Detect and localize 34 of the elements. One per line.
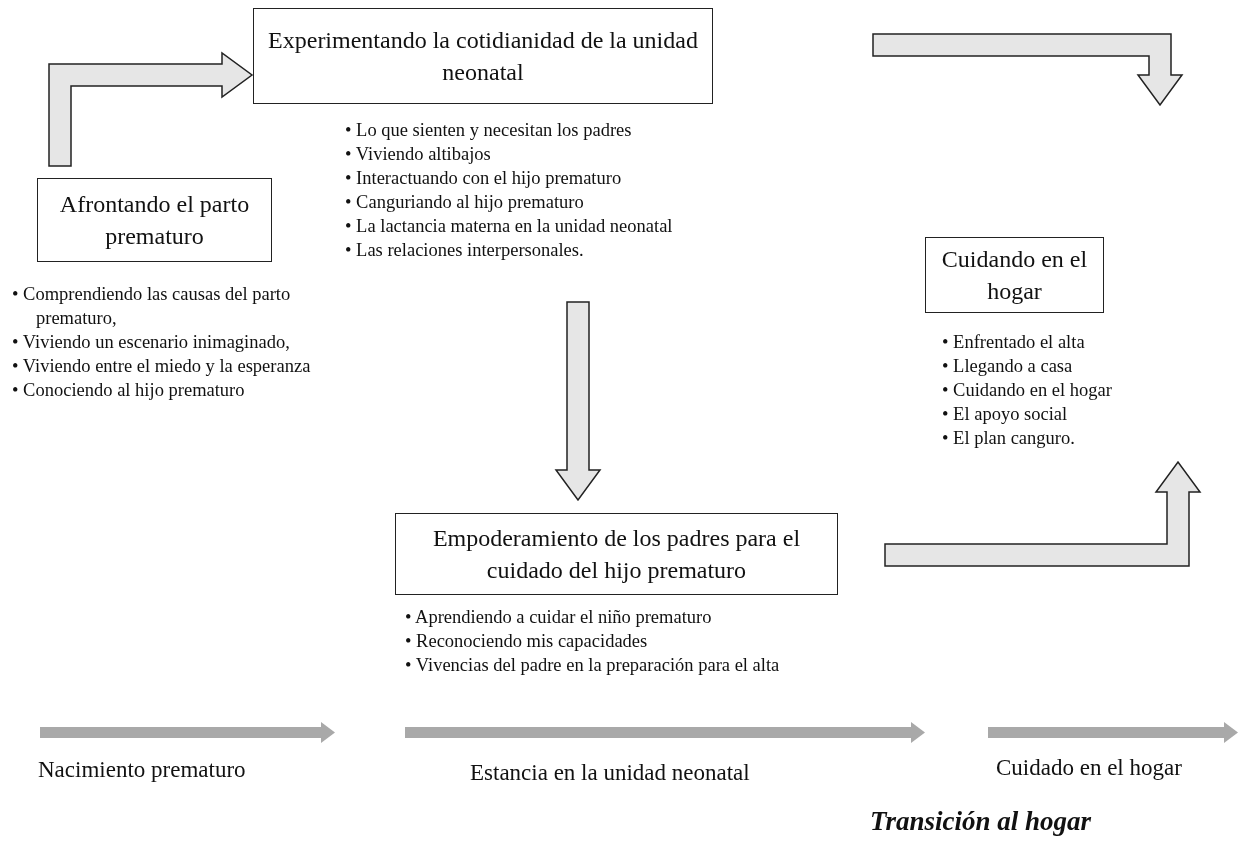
process-box bbox=[37, 178, 272, 262]
bullet-item: • Enfrentado el alta bbox=[942, 331, 1086, 354]
bullet-item: • Conociendo al hijo prematuro bbox=[12, 379, 246, 403]
phase-title: Transición al hogar bbox=[870, 806, 1092, 837]
block-arrow bbox=[872, 33, 1184, 107]
box-title: Cuidando en el hogar bbox=[940, 244, 1089, 306]
block-arrow bbox=[884, 460, 1202, 567]
bullet-item: • Las relaciones interpersonales. bbox=[345, 239, 585, 263]
process-box bbox=[253, 8, 713, 104]
process-box bbox=[395, 513, 838, 595]
box-title: Experimentando la cotidianidad de la unidad neonatal bbox=[267, 25, 699, 87]
bullet-item: • El plan canguro. bbox=[942, 427, 1076, 451]
phase-label: Nacimiento prematuro bbox=[38, 757, 246, 783]
bullet-item: • Lo que sienten y necesitan los padres bbox=[345, 119, 633, 142]
bullet-item: • Cuidando en el hogar bbox=[942, 379, 1113, 403]
block-arrow bbox=[554, 301, 602, 502]
bullet-item: • Reconociendo mis capacidades bbox=[405, 630, 649, 654]
bullet-item: • Llegando a casa bbox=[942, 355, 1074, 379]
box-title: Empoderamiento de los padres para el cuidado del hijo prematuro bbox=[431, 523, 802, 585]
bullet-item: • Viviendo altibajos bbox=[345, 143, 492, 167]
phase-label: Cuidado en el hogar bbox=[996, 755, 1182, 781]
bullet-item: • Aprendiendo a cuidar el niño prematuro bbox=[405, 606, 713, 629]
bullet-item: • Vivencias del padre en la preparación para el alta bbox=[405, 654, 781, 678]
process-box bbox=[925, 237, 1104, 313]
bullet-item: • Canguriando al hijo prematuro bbox=[345, 191, 585, 215]
box-title: Afrontando el parto prematuro bbox=[58, 189, 251, 251]
bullet-item: • Comprendiendo las causas del parto prematuro, bbox=[12, 283, 292, 331]
bullet-item: • El apoyo social bbox=[942, 403, 1069, 427]
bullet-item: • La lactancia materna en la unidad neonatal bbox=[345, 215, 674, 239]
block-arrow bbox=[48, 51, 254, 167]
bullet-item: • Interactuando con el hijo prematuro bbox=[345, 167, 623, 191]
bullet-item: • Viviendo un escenario inimaginado, bbox=[12, 331, 291, 355]
phase-label: Estancia en la unidad neonatal bbox=[470, 760, 750, 786]
bullet-item: • Viviendo entre el miedo y la esperanza bbox=[12, 355, 312, 379]
